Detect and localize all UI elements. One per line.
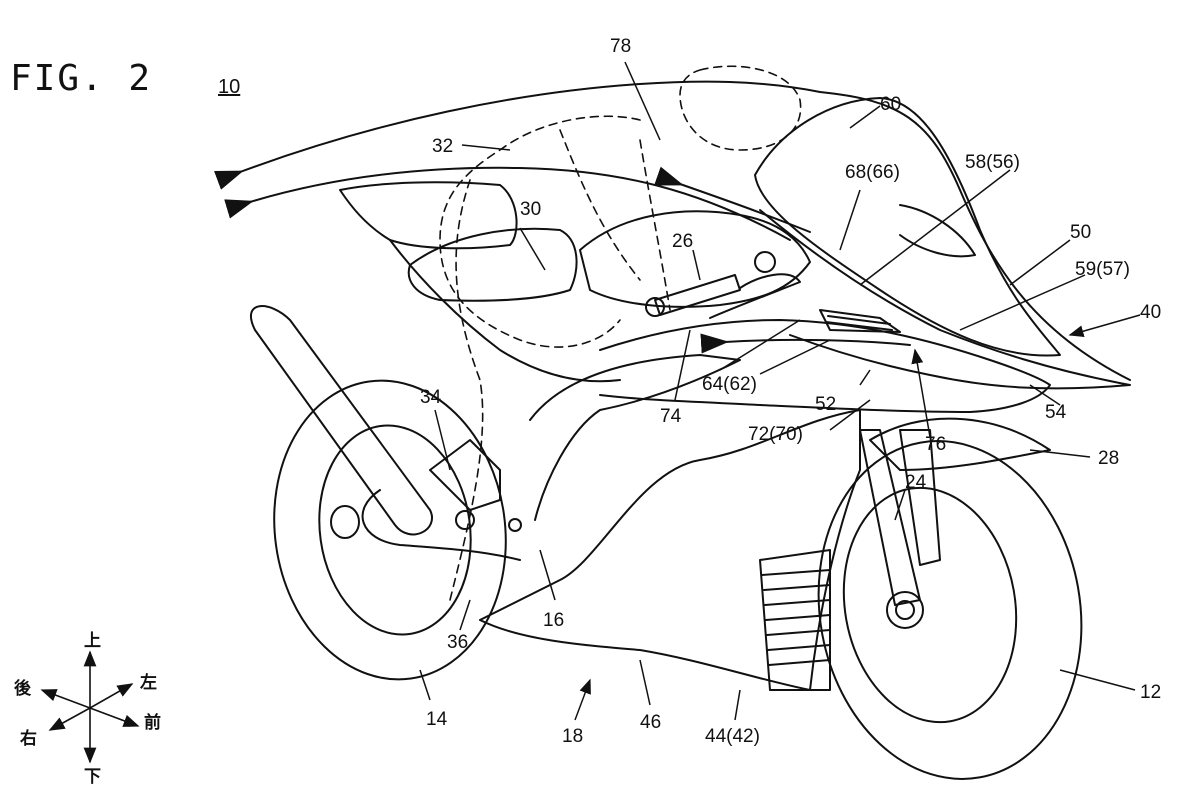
front-fender [869, 417, 1051, 471]
figure-title: FIG. 2 [10, 58, 153, 99]
side-cowl-panel [599, 319, 1051, 413]
label-40: 40 [1140, 302, 1161, 323]
airflow-duct-arrow [700, 333, 911, 354]
motorcycle-reference-number: 10 [218, 76, 241, 98]
label-68-66: 68(66) [845, 162, 900, 183]
label-78: 78 [610, 36, 631, 57]
label-72-70: 72(70) [748, 424, 803, 445]
airflow-inner-arrow [654, 166, 811, 233]
label-59-57: 59(57) [1075, 259, 1130, 280]
rear-frame [389, 239, 621, 383]
compass-front-label: 前 [144, 712, 161, 733]
airflow-lower-arrow [224, 166, 791, 241]
windscreen [754, 97, 1061, 357]
front-fork [859, 429, 921, 606]
direction-compass: 上 下 後 前 左 右 [14, 631, 161, 787]
duct-outlet [819, 309, 901, 333]
seat [407, 227, 578, 302]
label-46: 46 [640, 712, 661, 733]
label-36: 36 [447, 632, 468, 653]
label-16: 16 [543, 610, 564, 631]
compass-up-label: 上 [84, 631, 101, 651]
front-tire [817, 440, 1083, 780]
compass-down-label: 下 [84, 767, 101, 787]
compass-left-label: 左 [140, 672, 157, 693]
leader-lines [419, 61, 1141, 721]
side-fairing [529, 354, 741, 521]
label-30: 30 [520, 199, 541, 220]
label-24: 24 [905, 472, 927, 493]
tail-cowl [339, 181, 518, 250]
label-44-42: 44(42) [705, 726, 760, 747]
rear-tire [273, 379, 507, 681]
front-rim [842, 486, 1018, 724]
compass-right-label: 右 [20, 728, 37, 749]
label-58-56: 58(56) [965, 152, 1020, 173]
windscreen-inner [899, 204, 976, 258]
front-cowl [759, 209, 1131, 390]
clutch-lever [709, 273, 801, 319]
handlebar-grip [654, 274, 741, 316]
label-26: 26 [672, 231, 693, 252]
label-34: 34 [420, 387, 442, 408]
label-32: 32 [432, 136, 453, 157]
label-60: 60 [880, 94, 901, 115]
label-54: 54 [1045, 402, 1067, 423]
label-64-62: 64(62) [702, 374, 757, 395]
label-14: 14 [426, 709, 448, 730]
airflow-upper-arrow [214, 80, 1131, 381]
label-74: 74 [660, 406, 682, 427]
label-76: 76 [925, 434, 946, 455]
exhaust-pipe [361, 489, 521, 561]
label-12: 12 [1140, 682, 1161, 703]
label-18: 18 [562, 726, 583, 747]
under-cowl [479, 409, 861, 691]
compass-rear-label: 後 [14, 678, 32, 699]
label-28: 28 [1098, 448, 1119, 469]
label-52: 52 [815, 394, 836, 415]
fuel-tank [579, 210, 811, 308]
footrest-bracket [429, 439, 501, 511]
rear-rim [318, 424, 472, 636]
label-50: 50 [1070, 222, 1091, 243]
muffler [249, 305, 433, 536]
radiator-fins [759, 549, 831, 691]
